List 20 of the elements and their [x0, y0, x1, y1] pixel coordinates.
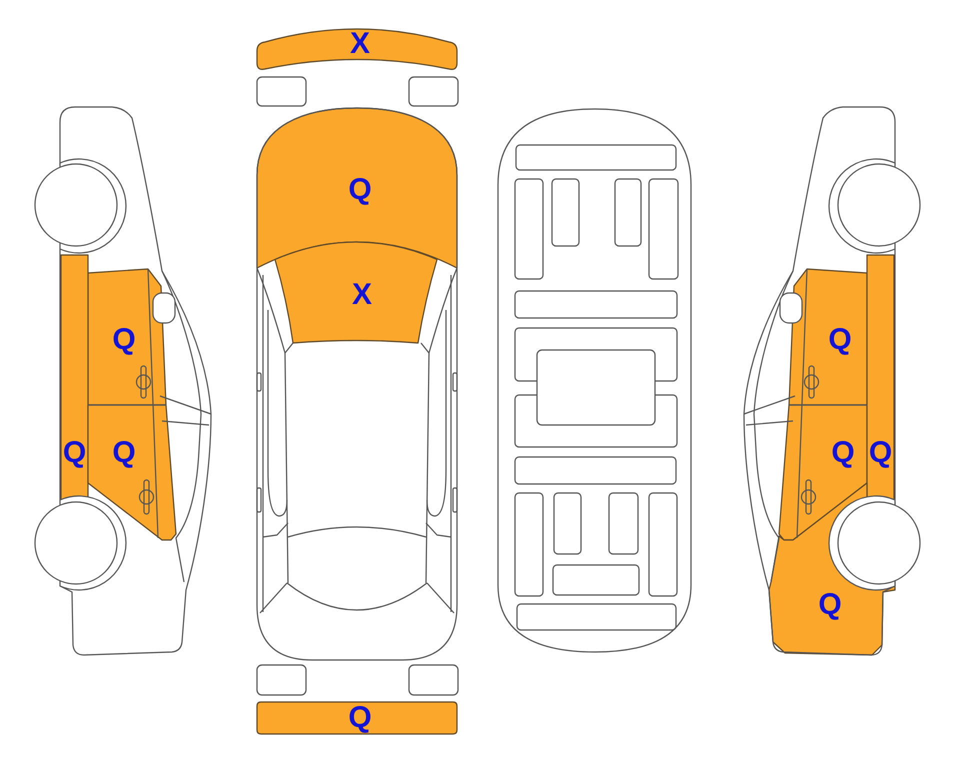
damage-code: Q — [831, 438, 855, 468]
damage-code: Q — [112, 325, 136, 355]
damage-code: Q — [62, 438, 86, 468]
damage-code: Q — [348, 703, 372, 733]
quarter-panel — [768, 482, 896, 656]
hood-panel — [256, 107, 458, 269]
damage-code: X — [352, 280, 372, 310]
door-panel — [788, 268, 868, 406]
door-panel — [778, 404, 868, 541]
damage-code: Q — [348, 175, 372, 205]
bumper-panel — [256, 28, 458, 72]
damage-code: Q — [828, 325, 852, 355]
door-panel — [87, 268, 167, 406]
damage-code: Q — [868, 438, 892, 468]
door-panel — [87, 404, 177, 541]
windshield-panel — [274, 241, 439, 345]
damage-code: Q — [818, 590, 842, 620]
damage-code: Q — [112, 438, 136, 468]
damage-code: X — [350, 29, 370, 59]
bumper-panel — [256, 701, 458, 735]
